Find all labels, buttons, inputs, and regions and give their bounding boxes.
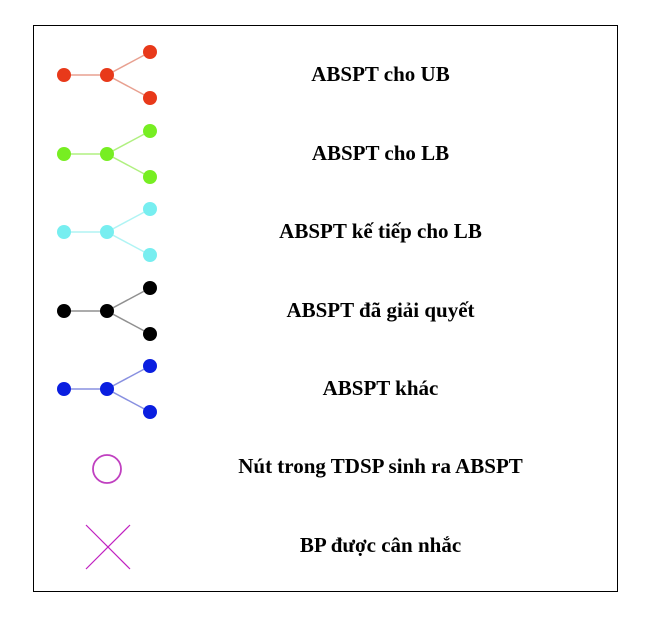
legend-item-absp-lb: ABSPT cho LB: [34, 123, 617, 184]
legend-item-absp-other: ABSPT khác: [34, 358, 617, 419]
tree-symbol-black: [57, 281, 157, 341]
tree-symbol-cyan: [57, 202, 157, 262]
legend-item-bp-considered: BP được cân nhắc: [34, 523, 617, 573]
legend-label: ABSPT đã giải quyết: [286, 298, 475, 322]
legend-label: BP được cân nhắc: [299, 533, 462, 557]
legend-label: ABSPT kế tiếp cho LB: [279, 219, 482, 243]
legend-label: ABSPT khác: [322, 376, 439, 400]
tree-symbol-green: [57, 124, 157, 184]
legend-item-absp-solved: ABSPT đã giải quyết: [34, 280, 617, 341]
legend-item-tdsp-node: Nút trong TDSP sinh ra ABSPT: [34, 444, 617, 494]
legend-box: ABSPT cho UB ABSPT cho LB ABSPT kế tiếp …: [33, 25, 618, 592]
cross-symbol: [85, 524, 131, 570]
legend-label: Nút trong TDSP sinh ra ABSPT: [238, 454, 523, 478]
legend-label: ABSPT cho LB: [311, 141, 450, 165]
legend-item-absp-ub: ABSPT cho UB: [34, 44, 617, 105]
legend-item-absp-next-lb: ABSPT kế tiếp cho LB: [34, 201, 617, 262]
tree-symbol-blue: [57, 359, 157, 419]
tree-symbol-red: [57, 45, 157, 105]
circle-symbol: [92, 454, 122, 484]
legend-label: ABSPT cho UB: [311, 62, 450, 86]
